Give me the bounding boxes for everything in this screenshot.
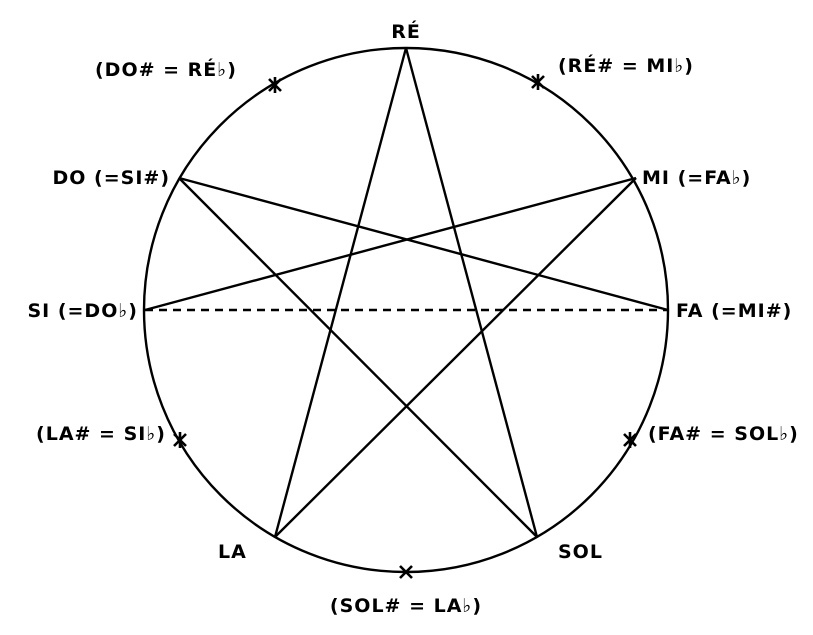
label-fa: FA (=MI#)	[676, 300, 792, 322]
cross-mark-fa-sharp	[623, 432, 637, 448]
label-fa-sharp: (FA# = SOL♭)	[648, 423, 799, 445]
label-do: DO (=SI#)	[53, 167, 171, 189]
cross-mark-do-sharp	[268, 77, 282, 93]
label-do-sharp: (DO# = RÉ♭)	[95, 58, 237, 81]
cross-mark-re-sharp	[531, 74, 545, 90]
label-la: LA	[218, 541, 247, 563]
label-mi: MI (=FA♭)	[642, 167, 751, 189]
star-lines	[144, 47, 669, 538]
label-sol: SOL	[558, 541, 603, 563]
label-si: SI (=DO♭)	[27, 300, 138, 322]
label-sol-sharp: (SOL# = LA♭)	[330, 595, 482, 617]
cross-mark-la-sharp	[173, 432, 187, 448]
label-re: RÉ	[391, 20, 421, 43]
line-do-fa	[178, 176, 669, 312]
note-labels: RÉ MI (=FA♭) FA (=MI#) SOL LA SI (=DO♭) …	[27, 20, 792, 563]
label-la-sharp: (LA# = SI♭)	[36, 423, 166, 445]
line-do-sol	[178, 177, 538, 538]
line-mi-si	[144, 176, 637, 312]
line-re-sol	[404, 47, 539, 538]
enharmonic-labels: (DO# = RÉ♭) (RÉ# = MI♭) (FA# = SOL♭) (SO…	[36, 54, 799, 617]
label-re-sharp: (RÉ# = MI♭)	[558, 54, 694, 77]
cross-mark-sol-sharp	[399, 565, 413, 579]
line-re-la	[273, 47, 408, 538]
line-mi-la	[274, 177, 637, 538]
cross-marks	[173, 74, 637, 579]
